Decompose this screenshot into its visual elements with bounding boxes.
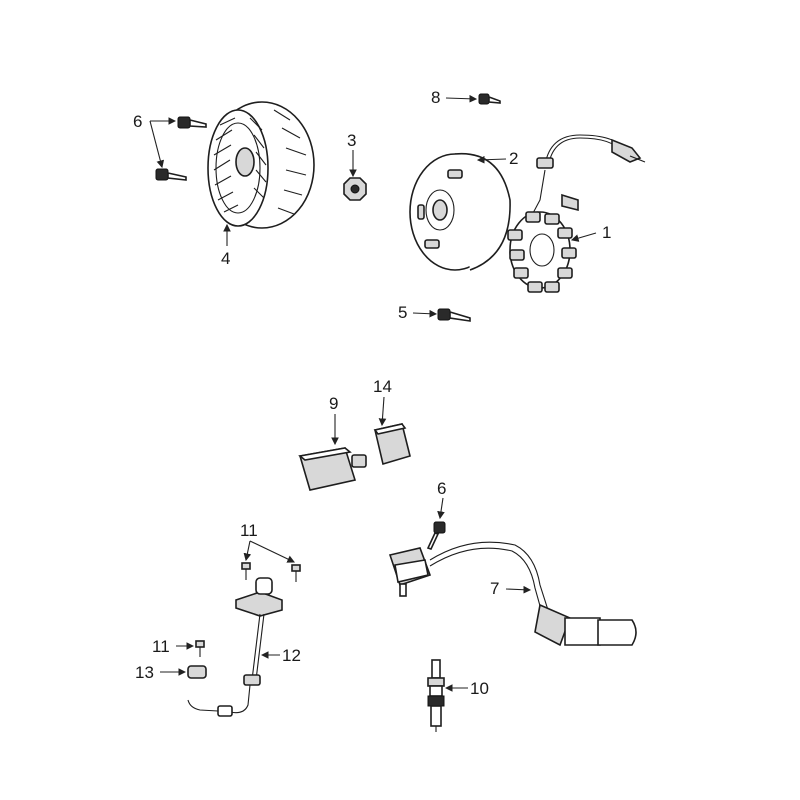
callout-7: 7 bbox=[490, 579, 499, 598]
bolt-part bbox=[155, 168, 187, 181]
callout-9: 9 bbox=[329, 394, 338, 413]
callout-5: 5 bbox=[398, 303, 407, 322]
callout-1: 1 bbox=[602, 223, 611, 242]
cdi-unit-part bbox=[298, 447, 367, 491]
flywheel-part bbox=[409, 152, 511, 271]
relay-part bbox=[373, 423, 411, 466]
cooling-fan-part bbox=[207, 101, 315, 229]
callout-4: 4 bbox=[221, 249, 230, 268]
callout-11: 11 bbox=[240, 521, 258, 540]
spark-plug-part bbox=[427, 659, 445, 732]
callout-13: 13 bbox=[135, 663, 154, 682]
stator-part bbox=[507, 134, 646, 293]
callout-12: 12 bbox=[282, 646, 301, 665]
sensor-part bbox=[187, 577, 283, 717]
callout-11-lower: 11 bbox=[152, 637, 170, 656]
connector-part bbox=[187, 665, 207, 679]
bolt-part bbox=[478, 93, 501, 105]
callout-3: 3 bbox=[347, 131, 356, 150]
callout-8: 8 bbox=[431, 88, 440, 107]
callout-labels: 1 2 3 4 5 6 6 7 8 9 10 11 11 12 13 14 bbox=[133, 88, 611, 698]
ignition-coil-part bbox=[388, 541, 637, 647]
bolt-part bbox=[177, 116, 207, 129]
callout-10: 10 bbox=[470, 679, 489, 698]
screw-part bbox=[241, 562, 251, 580]
callout-2: 2 bbox=[509, 149, 518, 168]
screw-part bbox=[291, 564, 301, 582]
leader-lines bbox=[149, 94, 597, 692]
bolt-part bbox=[426, 521, 446, 550]
bolt-part bbox=[437, 308, 471, 322]
callout-14: 14 bbox=[373, 377, 392, 396]
callout-6: 6 bbox=[133, 112, 142, 131]
screw-part bbox=[195, 640, 205, 657]
callout-6-lower: 6 bbox=[437, 479, 446, 498]
flange-nut-part bbox=[343, 177, 367, 201]
